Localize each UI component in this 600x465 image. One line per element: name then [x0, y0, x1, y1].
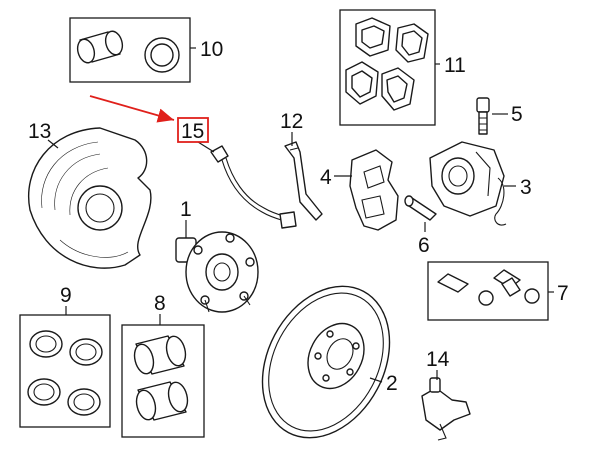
callout-13: 13	[28, 120, 51, 143]
part-3-caliper[interactable]	[429, 141, 507, 226]
callout-5: 5	[511, 103, 523, 126]
part-11-brake-pads[interactable]	[339, 9, 436, 126]
seal-ring-icon	[144, 37, 180, 73]
callout-1: 1	[180, 198, 192, 221]
kit-box-10	[69, 17, 191, 83]
part-8-piston-kit[interactable]	[121, 324, 205, 438]
part-7-boot-kit[interactable]	[427, 261, 549, 321]
callout-11: 11	[444, 54, 466, 77]
callout-6: 6	[418, 234, 430, 257]
callout-12: 12	[280, 110, 303, 133]
part-5-bleeder-screw[interactable]	[476, 97, 490, 135]
callout-7: 7	[557, 282, 569, 305]
highlight-arrow	[89, 95, 175, 123]
part-13-dust-shield[interactable]	[28, 127, 152, 269]
part-9-seal-kit[interactable]	[19, 314, 111, 428]
part-1-wheel-hub[interactable]	[175, 231, 259, 313]
highlight-box-15	[177, 117, 209, 143]
kit-box-8	[121, 324, 205, 438]
part-14-abs-sensor[interactable]	[421, 377, 471, 441]
part-6-guide-pin[interactable]	[404, 195, 437, 221]
piston-icon	[133, 335, 189, 421]
callout-labels: 10 11 5 3 4 6 7 8 9 12 1 2 14 13 15	[28, 38, 569, 395]
kit-box-9	[19, 314, 111, 428]
part-2-brake-rotor[interactable]	[237, 264, 415, 460]
kit-box-11	[339, 9, 436, 126]
callout-3: 3	[520, 176, 532, 199]
callout-8: 8	[154, 292, 166, 315]
callout-10: 10	[200, 38, 223, 61]
seal-icon	[27, 330, 103, 416]
part-12-clip[interactable]	[284, 141, 323, 221]
piston-icon	[76, 30, 124, 64]
callout-4: 4	[320, 166, 332, 189]
part-15-brake-hose[interactable]	[210, 145, 297, 229]
callout-2: 2	[386, 372, 398, 395]
kit-box-7	[427, 261, 549, 321]
brake-pad-icon	[345, 17, 429, 111]
callout-9: 9	[60, 284, 72, 307]
callout-15: 15	[181, 120, 204, 143]
part-4-caliper-bracket[interactable]	[349, 149, 399, 231]
part-10-piston-kit[interactable]	[69, 17, 191, 83]
callout-14: 14	[426, 348, 450, 371]
leader-lines	[47, 47, 554, 383]
boot-icon	[437, 269, 540, 306]
